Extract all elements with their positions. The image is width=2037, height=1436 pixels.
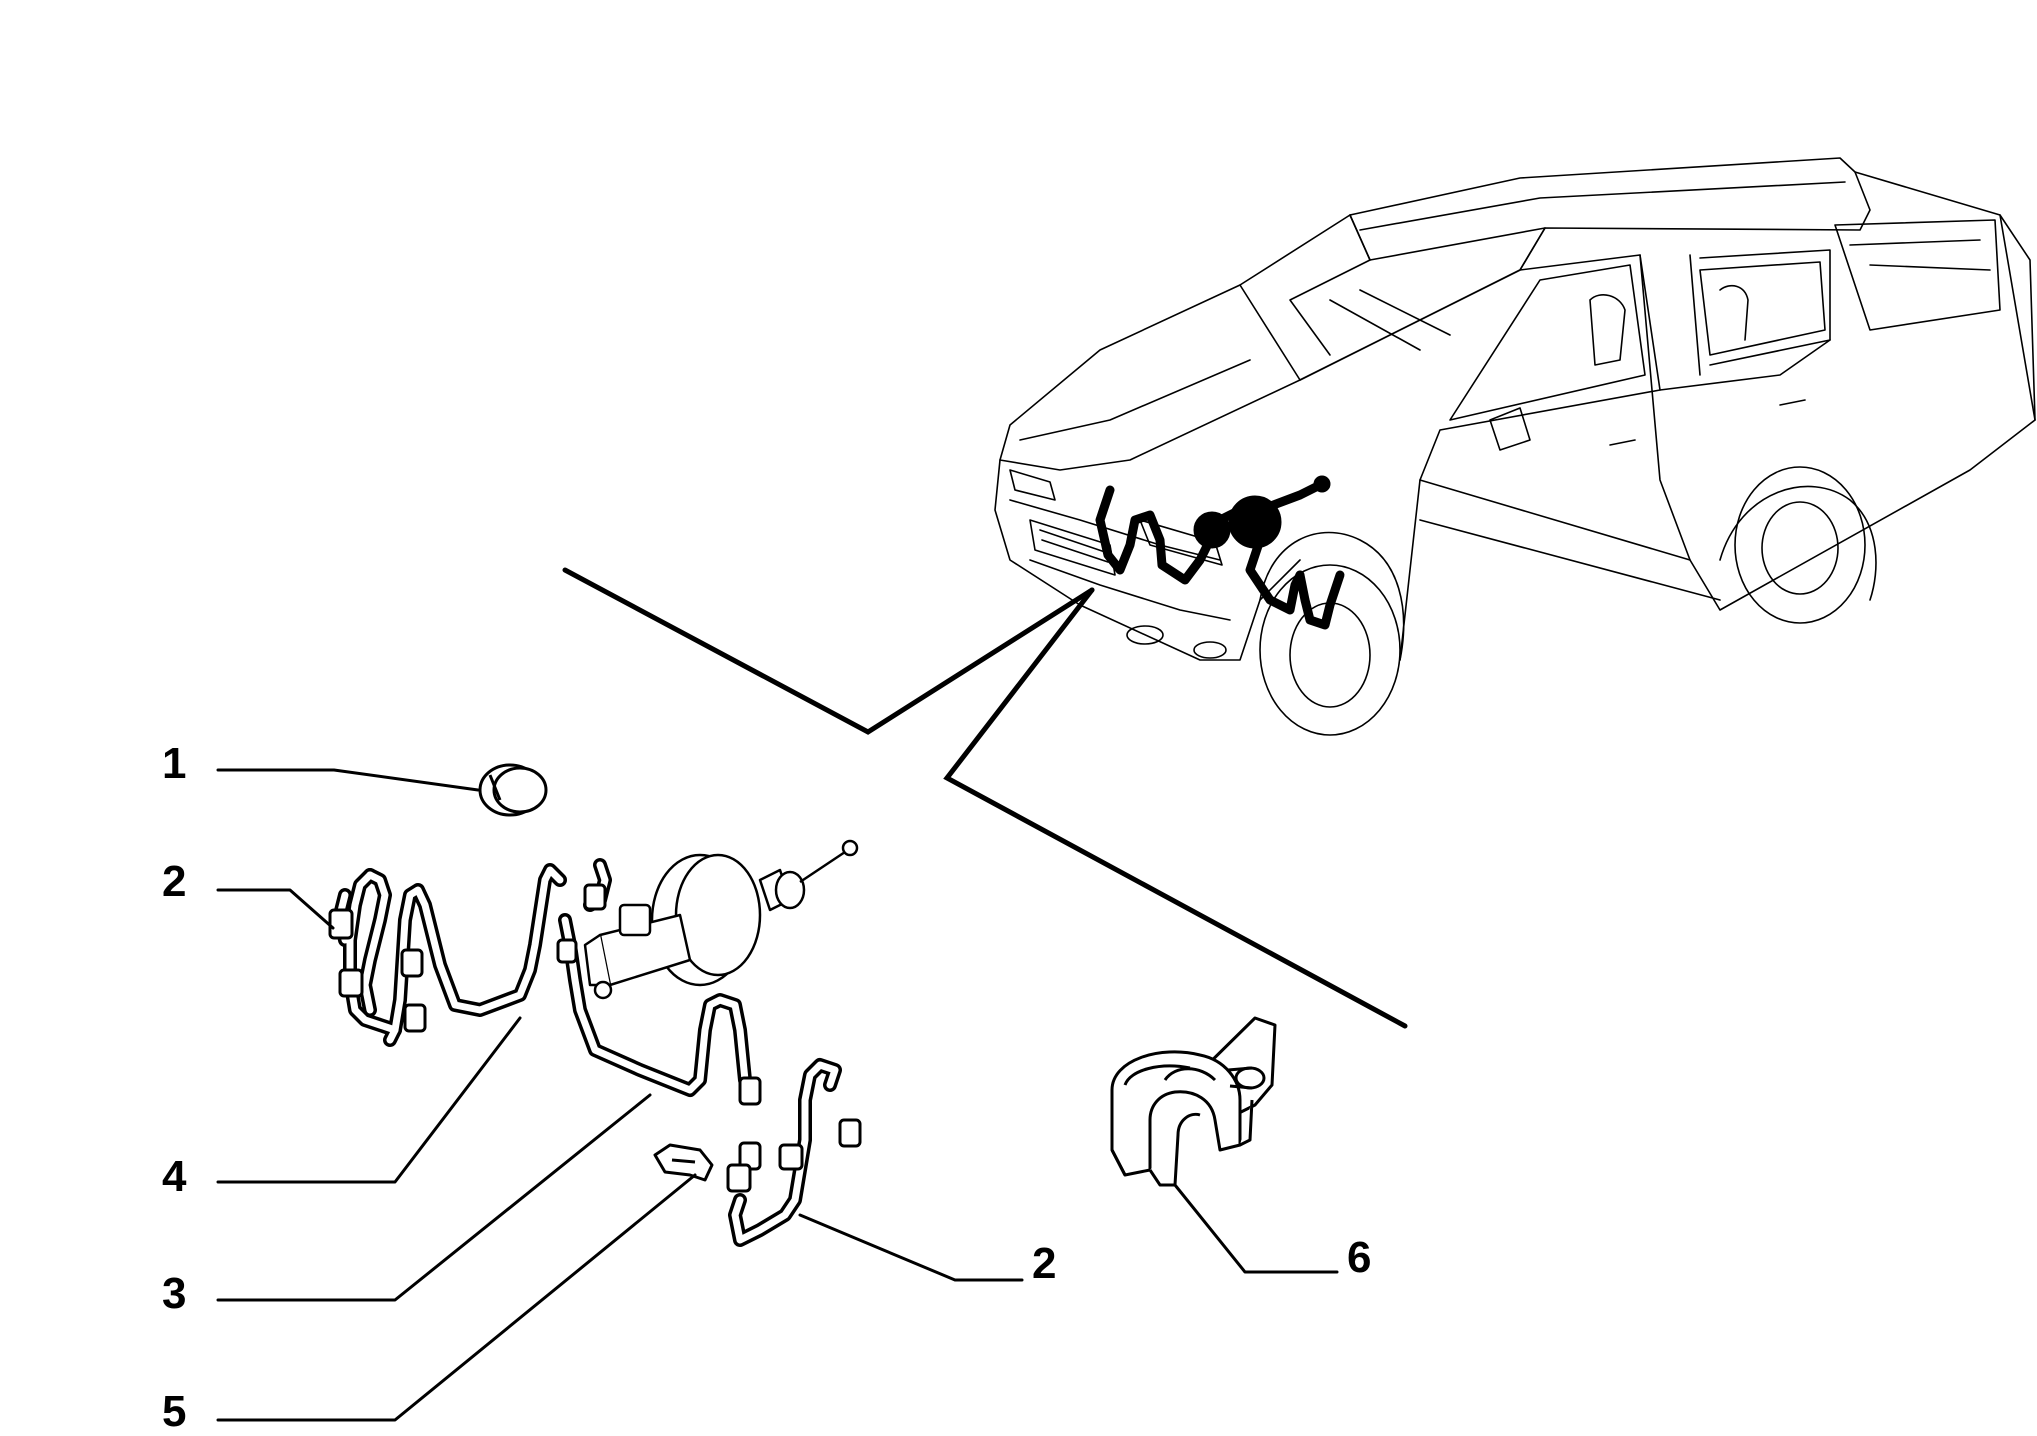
brake-booster-assembly (583, 839, 859, 1000)
leader-6 (1173, 1183, 1339, 1274)
car-illustration (994, 157, 2036, 736)
part-5-clip (653, 1143, 714, 1182)
brake-lines-on-car (1095, 475, 1345, 630)
leader-5 (216, 1173, 697, 1422)
callout-3: 3 (162, 1269, 187, 1318)
leader-2-right (798, 1213, 1024, 1282)
callout-4: 4 (162, 1152, 187, 1201)
callout-5: 5 (162, 1387, 187, 1436)
part-1-grommet (478, 763, 548, 817)
leader-2-left (216, 888, 335, 930)
leader-1 (216, 768, 480, 792)
leader-4 (216, 1016, 522, 1184)
part-6-bracket (1110, 1016, 1277, 1187)
callout-2-right: 2 (1032, 1239, 1057, 1288)
callout-leader-lines (216, 768, 1339, 1422)
pipe-fittings (328, 883, 862, 1193)
callout-1: 1 (162, 739, 187, 788)
callout-2-left: 2 (162, 857, 187, 906)
callout-6: 6 (1347, 1233, 1372, 1282)
leader-lines-car-to-parts (562, 567, 1408, 1029)
leader-3 (216, 1093, 652, 1302)
